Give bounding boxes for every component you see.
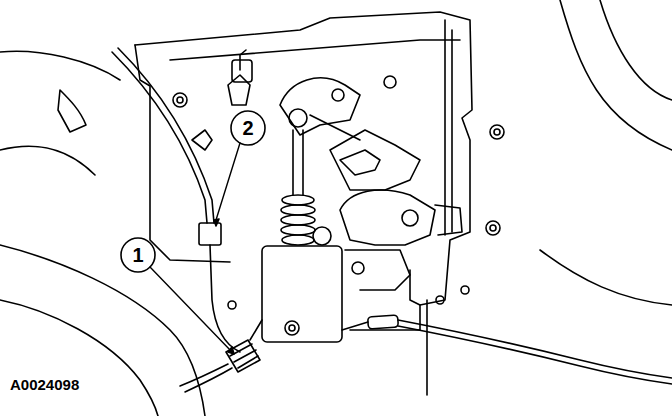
figure-code: A0024098 xyxy=(10,377,79,392)
callout-number: 2 xyxy=(242,118,253,138)
callout-number: 1 xyxy=(132,245,143,265)
